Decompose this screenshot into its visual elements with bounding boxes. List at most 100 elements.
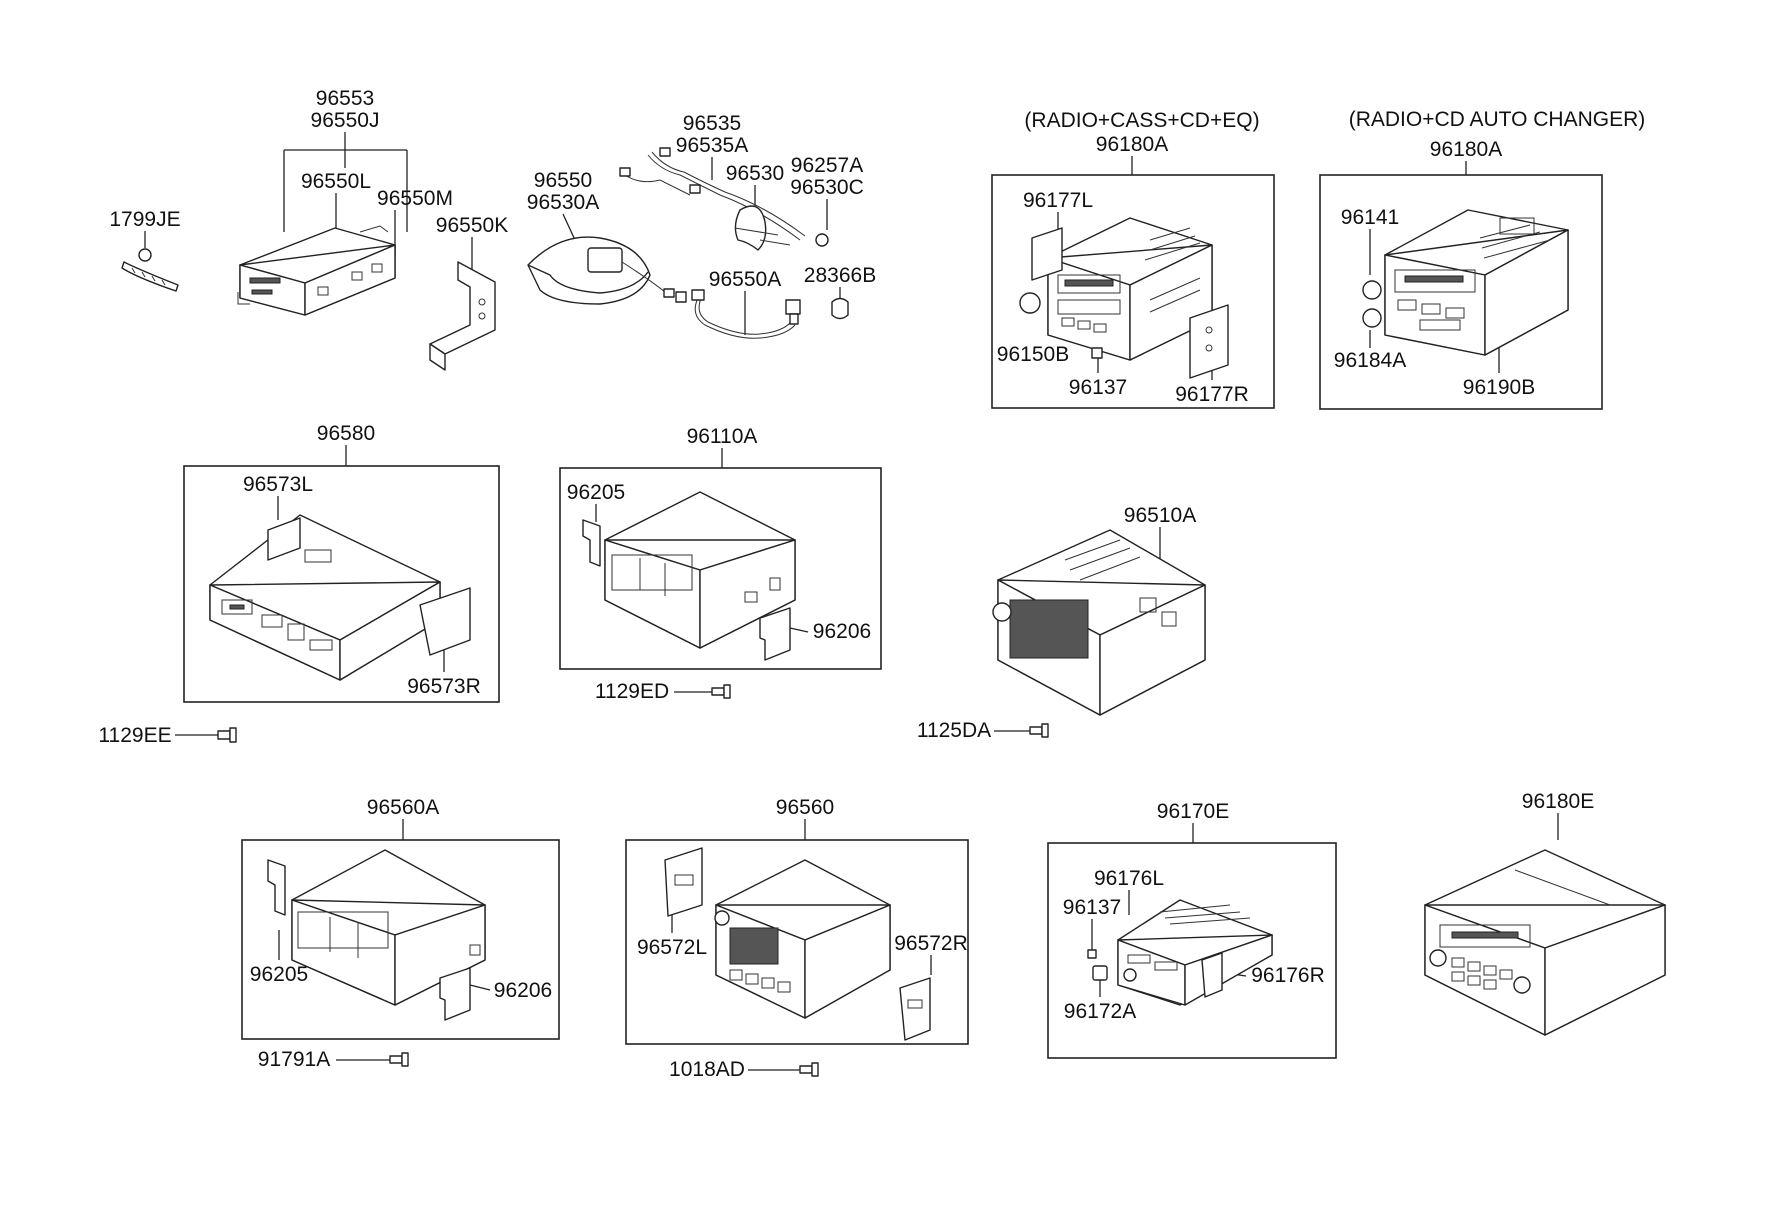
screw-icon [389, 1052, 409, 1067]
group-28366B: 28366B [804, 264, 876, 320]
label-96184A[interactable]: 96184A [1334, 349, 1406, 372]
label-96190B[interactable]: 96190B [1463, 376, 1535, 399]
label-96553[interactable]: 96553 [316, 87, 374, 110]
label-96560A[interactable]: 96560A [367, 796, 439, 819]
label-96205-changer[interactable]: 96205 [567, 481, 625, 504]
label-96550J[interactable]: 96550J [311, 109, 380, 132]
radio-unit-icon [1117, 899, 1273, 1006]
bracket-icon [429, 261, 496, 371]
av-navigation-unit-icon [992, 529, 1206, 716]
label-96180A-cass[interactable]: 96180A [1096, 133, 1168, 156]
amplifier-unit-icon [209, 514, 471, 681]
screw-icon [1029, 723, 1049, 738]
radio-cass-cd-eq-unit-icon [1031, 217, 1229, 379]
label-96550K[interactable]: 96550K [436, 214, 508, 237]
label-96177R[interactable]: 96177R [1175, 383, 1249, 406]
label-96580[interactable]: 96580 [317, 422, 375, 445]
display-unit-icon [714, 859, 891, 1019]
heading-radio-cd-auto-changer[interactable]: (RADIO+CD AUTO CHANGER) [1349, 108, 1646, 131]
label-96205-box[interactable]: 96205 [250, 963, 308, 986]
label-96172A[interactable]: 96172A [1064, 1000, 1136, 1023]
label-96535[interactable]: 96535 [683, 112, 741, 135]
clip-icon [831, 297, 849, 320]
label-96150B[interactable]: 96150B [997, 343, 1069, 366]
group-96550A: 96550A [691, 268, 801, 339]
label-96180A-changer[interactable]: 96180A [1430, 138, 1502, 161]
label-96535A[interactable]: 96535A [676, 134, 748, 157]
label-96206-box[interactable]: 96206 [494, 979, 552, 1002]
label-96141[interactable]: 96141 [1341, 206, 1399, 229]
gps-cable-icon [691, 289, 801, 339]
label-96572L[interactable]: 96572L [637, 936, 707, 959]
cable-icon [121, 248, 179, 292]
label-96206-changer[interactable]: 96206 [813, 620, 871, 643]
label-96530C[interactable]: 96530C [790, 176, 864, 199]
label-96573R[interactable]: 96573R [407, 675, 481, 698]
group-1018AD: 1018AD [669, 1058, 819, 1081]
label-96257A[interactable]: 96257A [791, 154, 863, 177]
group-96110A: 96110A 96205 96206 [559, 425, 882, 670]
label-1799JE[interactable]: 1799JE [109, 208, 180, 231]
bracket-96205-2-icon [267, 859, 286, 916]
label-28366B[interactable]: 28366B [804, 264, 876, 287]
label-91791A[interactable]: 91791A [258, 1048, 330, 1071]
screw-icon [217, 727, 237, 743]
bracket-96205-icon [582, 519, 601, 567]
label-96573L[interactable]: 96573L [243, 473, 313, 496]
screw-icon [711, 684, 731, 699]
group-96550K: 96550K [429, 214, 508, 371]
button-96137-icon [1087, 949, 1097, 959]
bracket-96572R-icon [899, 977, 931, 1041]
label-96137-box[interactable]: 96137 [1063, 896, 1121, 919]
label-96137-cass[interactable]: 96137 [1069, 376, 1127, 399]
heading-radio-cass-cd-eq[interactable]: (RADIO+CASS+CD+EQ) [1024, 109, 1259, 132]
bracket-96206-2-icon [439, 967, 471, 1021]
label-96180E[interactable]: 96180E [1522, 790, 1594, 813]
label-96550[interactable]: 96550 [534, 169, 592, 192]
group-96180A-changer: (RADIO+CD AUTO CHANGER) 96180A 96141 961… [1319, 108, 1646, 410]
label-96176R[interactable]: 96176R [1251, 964, 1325, 987]
knob-96184A-icon [1362, 308, 1382, 328]
group-1799JE: 1799JE [109, 208, 181, 292]
label-96572R[interactable]: 96572R [894, 932, 968, 955]
label-96176L[interactable]: 96176L [1094, 867, 1164, 890]
label-1125DA[interactable]: 1125DA [917, 719, 991, 742]
group-1125DA: 1125DA [917, 719, 1049, 742]
label-96510A[interactable]: 96510A [1124, 504, 1196, 527]
label-96177L[interactable]: 96177L [1023, 189, 1093, 212]
label-96530[interactable]: 96530 [726, 162, 784, 185]
cd-changer-2-unit-icon [291, 849, 486, 1006]
bracket-96572L-icon [664, 847, 703, 917]
label-1129ED[interactable]: 1129ED [595, 680, 669, 703]
button-part-icon [1091, 347, 1103, 359]
navigation-unit-icon [237, 225, 396, 316]
group-96560: 96560 96572L 96572R [625, 796, 969, 1045]
group-96180E: 96180E [1424, 790, 1666, 1036]
group-91791A: 91791A [258, 1048, 409, 1071]
label-1018AD[interactable]: 1018AD [669, 1058, 745, 1081]
knob-96141-icon [1362, 280, 1382, 300]
radio-cd-unit-icon [1424, 849, 1666, 1036]
knob-icon [1019, 292, 1041, 314]
label-96170E[interactable]: 96170E [1157, 800, 1229, 823]
label-96550L[interactable]: 96550L [301, 170, 371, 193]
group-1129ED: 1129ED [595, 680, 731, 703]
antenna-harness-icon [619, 147, 829, 251]
label-96530A[interactable]: 96530A [527, 191, 599, 214]
label-96110A[interactable]: 96110A [687, 425, 758, 448]
label-96550A[interactable]: 96550A [709, 268, 781, 291]
group-96553: 96553 96550J 96550L 96550M [237, 87, 453, 316]
group-96170E: 96170E 96176L 96137 96172A 96176R [1047, 800, 1337, 1059]
group-96180A-cass: (RADIO+CASS+CD+EQ) 96180A 96177L 96150B … [991, 109, 1275, 409]
bracket-96206-icon [759, 607, 791, 661]
group-96510A: 96510A [992, 504, 1206, 716]
knob-96172A-icon [1092, 965, 1108, 981]
group-96535: 96535 96535A 96530 96257A 96530C [619, 112, 864, 251]
label-96550M[interactable]: 96550M [377, 187, 453, 210]
gps-antenna-icon [527, 236, 687, 305]
screw-icon [799, 1062, 819, 1077]
label-96560[interactable]: 96560 [776, 796, 834, 819]
label-1129EE[interactable]: 1129EE [98, 724, 171, 747]
cd-changer-unit-icon [604, 491, 796, 649]
